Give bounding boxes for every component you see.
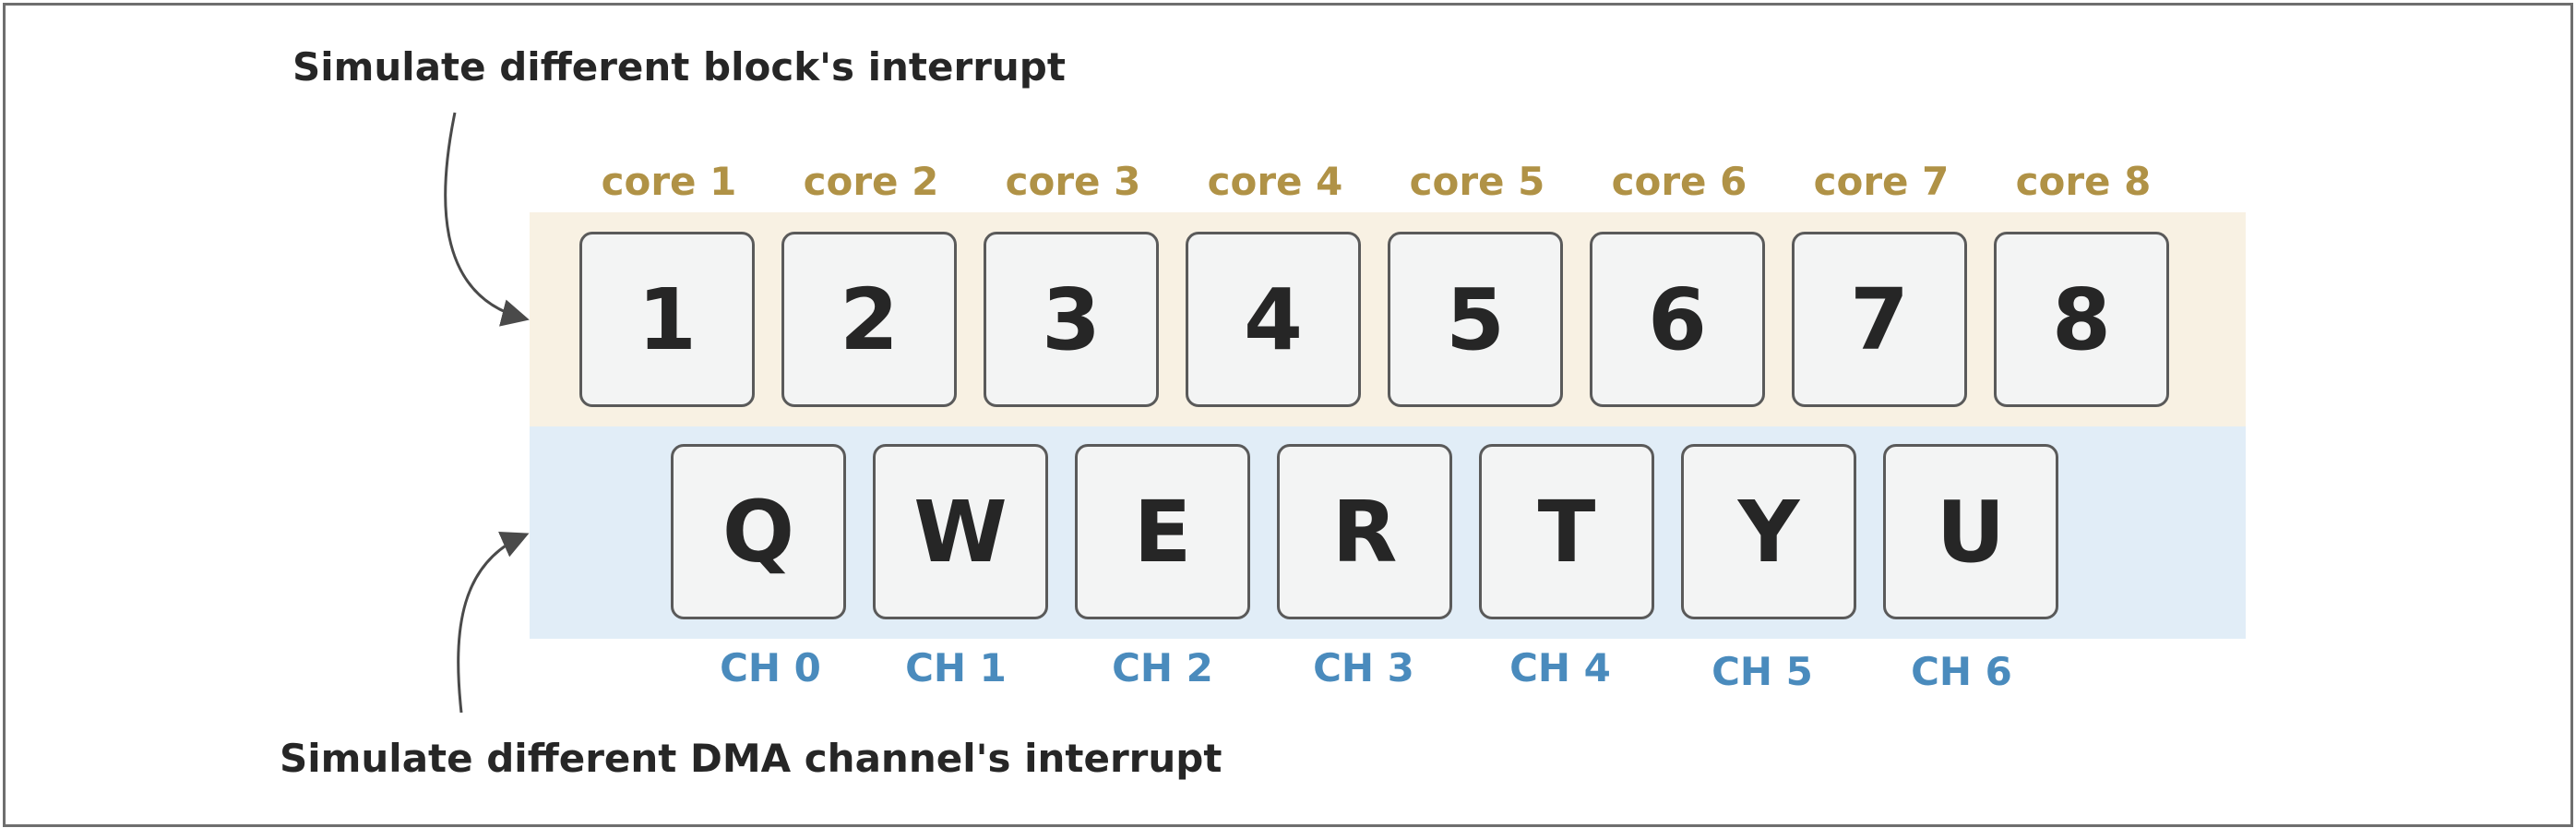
key-6[interactable]: 6 [1590,232,1765,407]
key-w[interactable]: W [873,444,1048,619]
core-label: core 3 [1005,159,1141,204]
key-u[interactable]: U [1883,444,2058,619]
channel-label: CH 3 [1313,645,1414,690]
key-q[interactable]: Q [671,444,846,619]
dma-interrupt-arrow [457,531,530,714]
key-2[interactable]: 2 [781,232,957,407]
core-label: core 2 [803,159,939,204]
core-label: core 4 [1207,159,1343,204]
key-7[interactable]: 7 [1792,232,1967,407]
key-y[interactable]: Y [1681,444,1856,619]
core-label: core 8 [2015,159,2152,204]
channel-label: CH 4 [1509,645,1611,690]
channel-label: CH 1 [905,645,1007,690]
key-4[interactable]: 4 [1186,232,1361,407]
block-interrupt-caption: Simulate different block's interrupt [292,44,1066,90]
key-3[interactable]: 3 [984,232,1159,407]
key-1[interactable]: 1 [579,232,755,407]
key-5[interactable]: 5 [1388,232,1563,407]
core-label: core 7 [1813,159,1950,204]
diagram-frame [3,3,2573,827]
channel-label: CH 6 [1911,649,2012,694]
core-label: core 5 [1409,159,1545,204]
key-8[interactable]: 8 [1994,232,2169,407]
dma-interrupt-caption: Simulate different DMA channel's interru… [280,736,1222,781]
core-label: core 1 [601,159,737,204]
key-t[interactable]: T [1479,444,1654,619]
channel-label: CH 2 [1112,645,1213,690]
channel-label: CH 0 [720,645,821,690]
key-r[interactable]: R [1277,444,1452,619]
block-interrupt-arrow [444,112,530,327]
core-label: core 6 [1611,159,1747,204]
key-e[interactable]: E [1075,444,1250,619]
channel-label: CH 5 [1711,649,1813,694]
